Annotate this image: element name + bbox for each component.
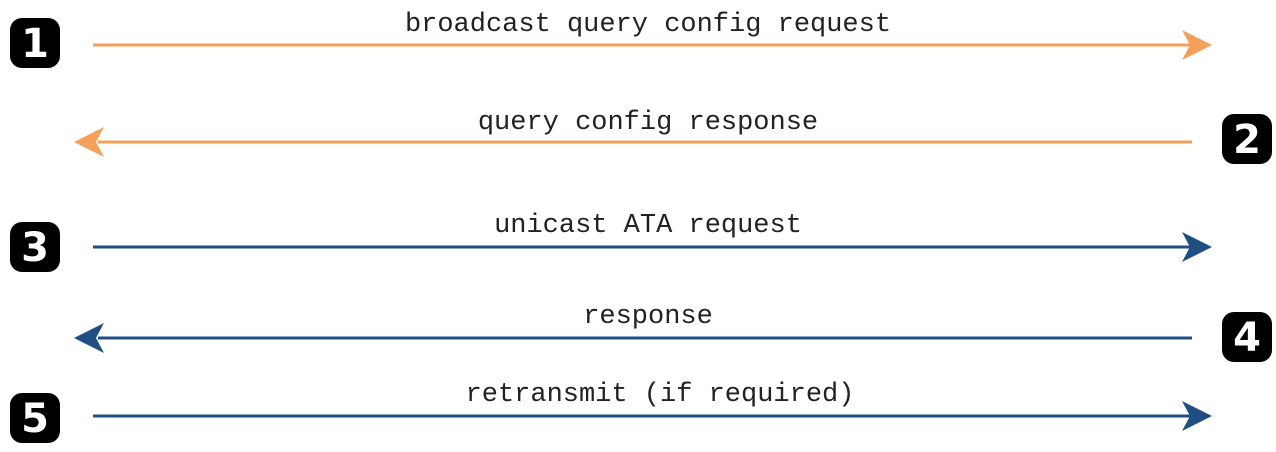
step-4-label: response xyxy=(583,302,713,332)
step-1-number: 1 xyxy=(21,21,49,67)
step-5-label: retransmit (if required) xyxy=(466,380,855,410)
step-5-arrow xyxy=(93,401,1212,431)
step-1-arrow xyxy=(93,30,1212,60)
step-3: 3 unicast ATA request xyxy=(10,211,1212,272)
step-2: 2 query config response xyxy=(74,108,1272,164)
step-4-badge: 4 xyxy=(1222,312,1272,362)
step-2-number: 2 xyxy=(1233,117,1261,163)
step-4-number: 4 xyxy=(1233,315,1261,361)
step-2-arrow xyxy=(74,127,1192,157)
step-5-number: 5 xyxy=(21,396,49,442)
step-3-label: unicast ATA request xyxy=(494,211,802,241)
step-5-badge: 5 xyxy=(10,393,60,443)
step-4: 4 response xyxy=(74,302,1272,362)
step-4-arrow xyxy=(74,323,1192,353)
step-2-badge: 2 xyxy=(1222,114,1272,164)
step-1-badge: 1 xyxy=(10,18,60,68)
step-1: 1 broadcast query config request xyxy=(10,10,1212,68)
step-3-arrow xyxy=(93,232,1212,262)
step-2-label: query config response xyxy=(478,108,818,138)
step-3-badge: 3 xyxy=(10,222,60,272)
step-1-label: broadcast query config request xyxy=(405,10,891,40)
step-3-number: 3 xyxy=(21,225,49,271)
step-5: 5 retransmit (if required) xyxy=(10,380,1212,443)
